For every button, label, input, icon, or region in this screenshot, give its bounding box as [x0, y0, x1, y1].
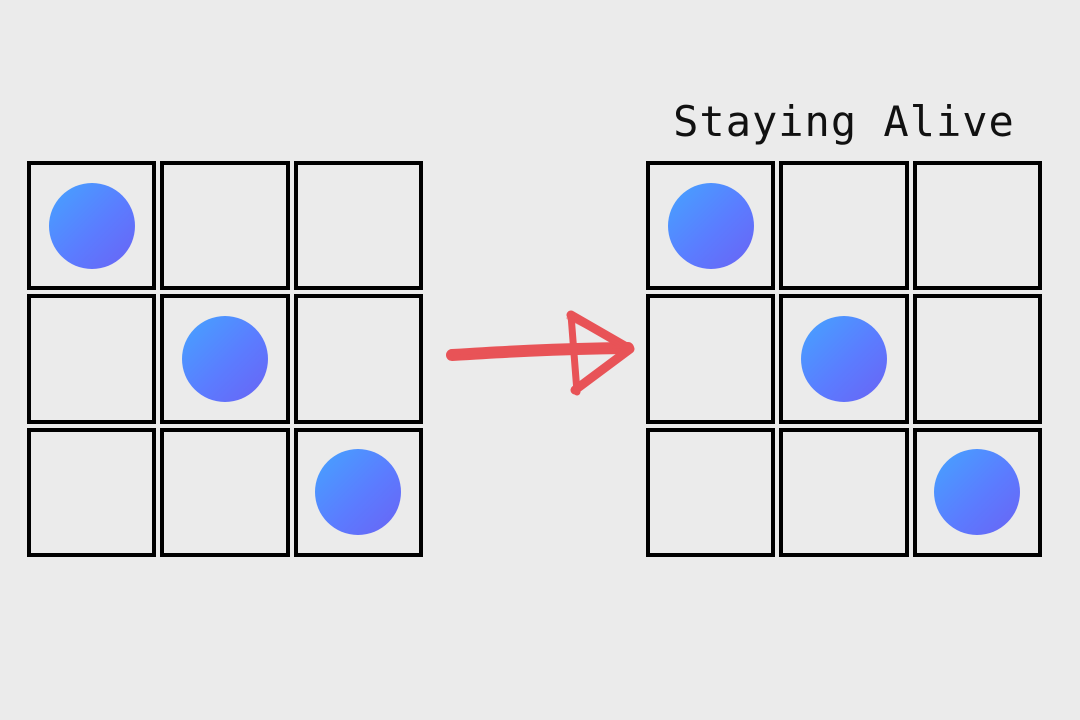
before-cell-empty — [160, 161, 290, 291]
right-arrow-icon — [446, 310, 635, 396]
after-cell-empty — [912, 161, 1042, 291]
before-cell-alive — [160, 294, 290, 424]
before-cell-empty — [160, 427, 290, 557]
after-cell-empty — [779, 161, 909, 291]
before-cell-empty — [293, 294, 423, 424]
after-cell-empty — [912, 294, 1042, 424]
before-cell-empty — [27, 427, 157, 557]
grid-before — [27, 161, 423, 557]
after-cell-alive — [779, 294, 909, 424]
before-cell-empty — [293, 161, 423, 291]
grid-after — [646, 161, 1042, 557]
after-cell-alive — [912, 427, 1042, 557]
before-cell-alive — [293, 427, 423, 557]
before-cell-alive — [27, 161, 157, 291]
after-cell-empty — [646, 427, 776, 557]
grid-after-title: Staying Alive — [673, 97, 1015, 146]
after-cell-empty — [779, 427, 909, 557]
after-cell-empty — [646, 294, 776, 424]
after-cell-alive — [646, 161, 776, 291]
before-cell-empty — [27, 294, 157, 424]
